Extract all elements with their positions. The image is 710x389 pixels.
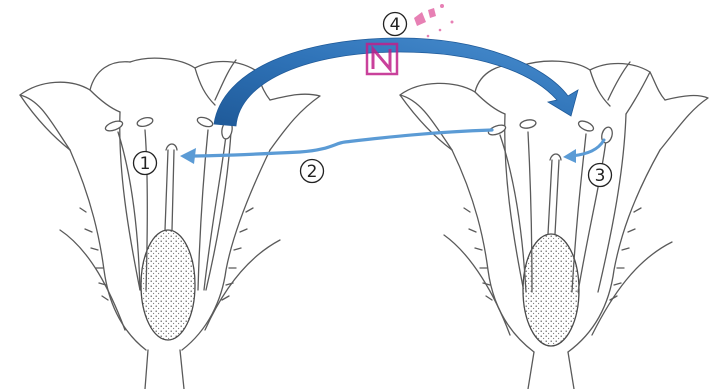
arrow-2-head	[180, 148, 196, 164]
svg-text:2: 2	[307, 162, 318, 182]
label-1: 1	[134, 152, 157, 175]
label-4: 4	[384, 13, 407, 36]
arrow-3	[572, 140, 604, 156]
arrow-3-head	[563, 149, 576, 163]
svg-text:3: 3	[595, 166, 606, 186]
label-2: 2	[301, 160, 324, 183]
right-flower	[400, 61, 708, 389]
svg-text:4: 4	[390, 15, 401, 35]
svg-text:1: 1	[140, 154, 151, 174]
left-flower	[20, 58, 320, 389]
label-3: 3	[589, 164, 612, 187]
